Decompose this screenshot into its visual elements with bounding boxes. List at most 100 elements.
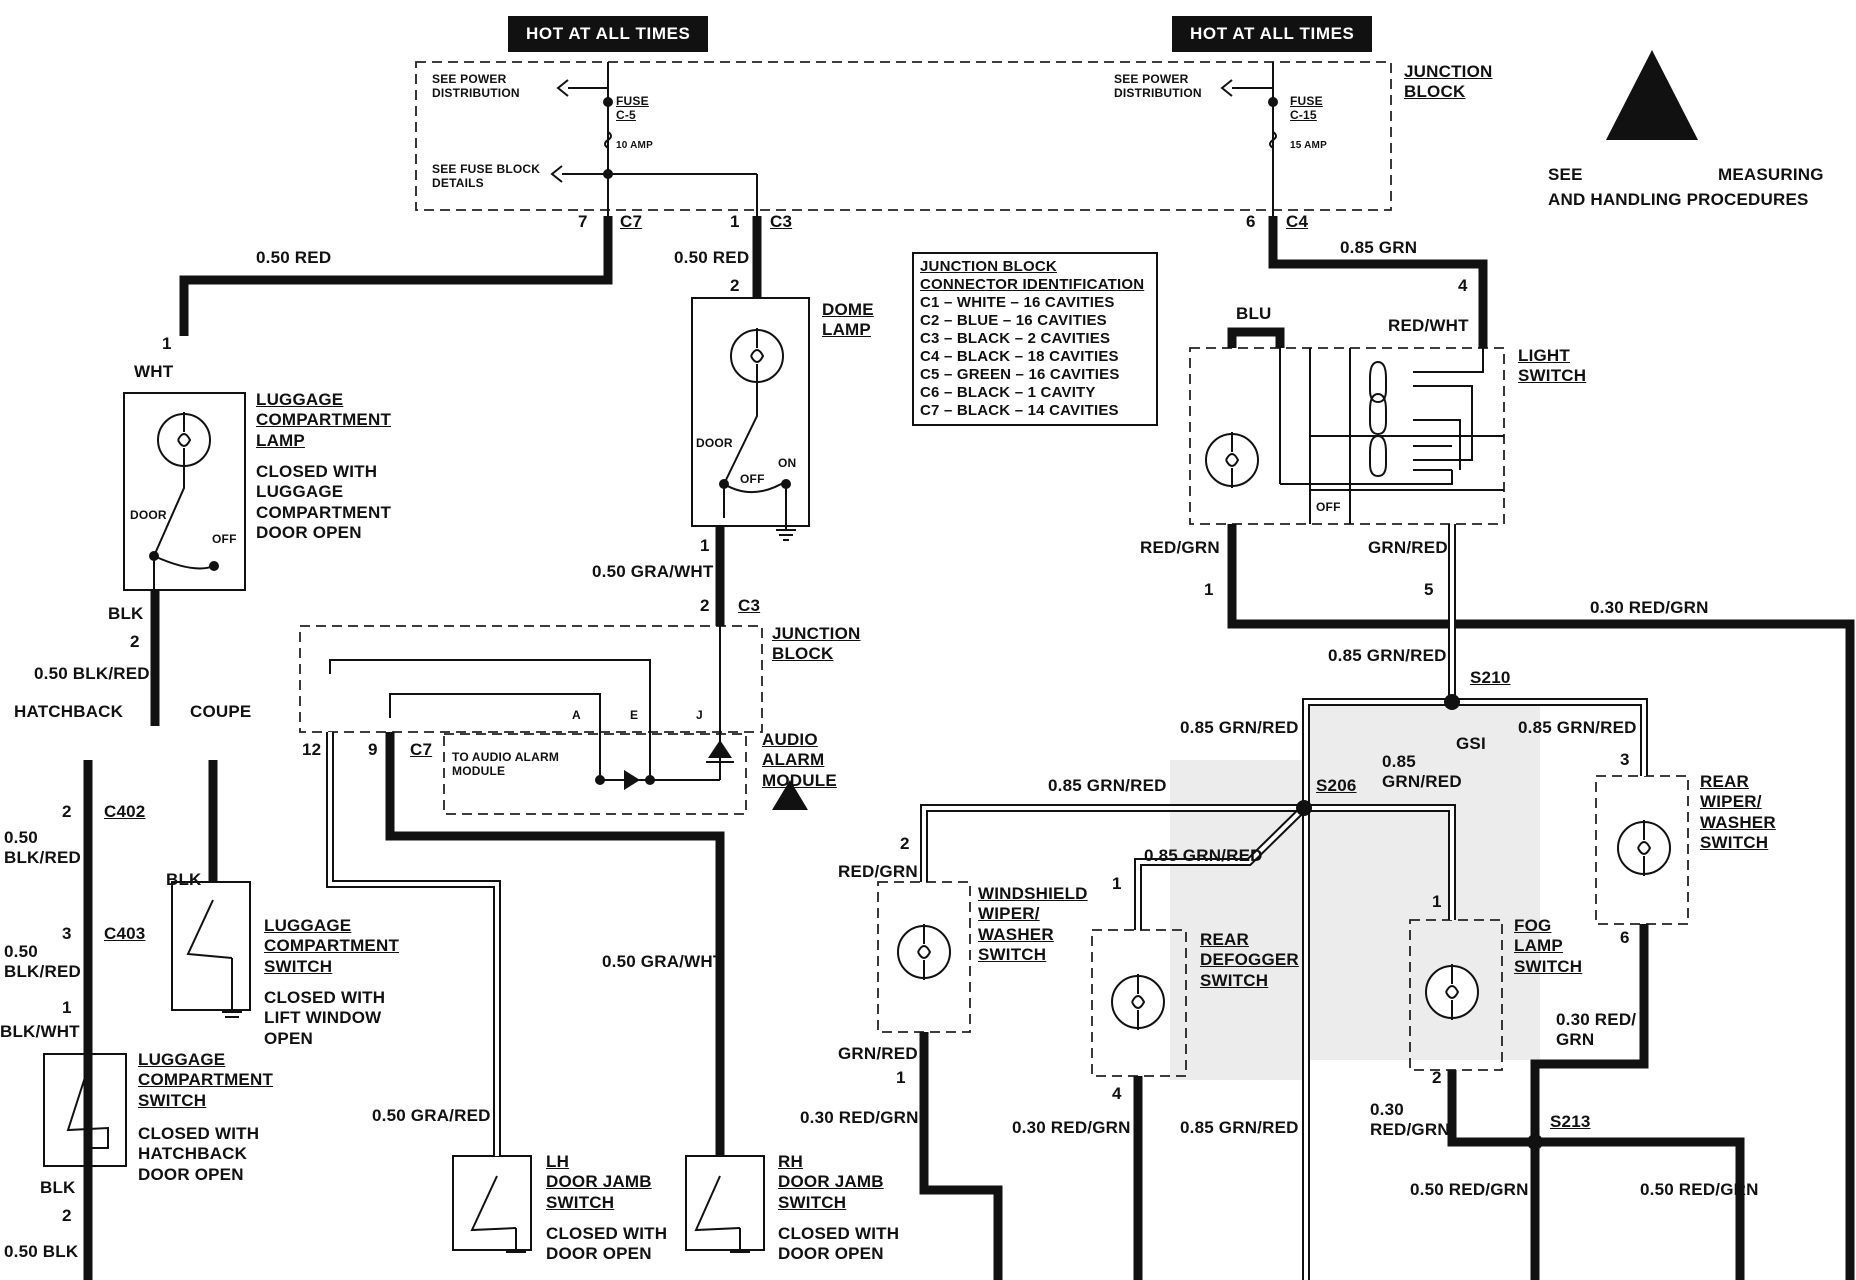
light-switch-off-label: OFF (1316, 500, 1341, 514)
wire-label: 0.50 BLK/RED (4, 942, 81, 982)
splice-s210: S210 (1470, 668, 1511, 687)
wire-label: 0.85 GRN/RED (1144, 846, 1263, 865)
junction-block-top-label: JUNCTION BLOCK (1404, 62, 1493, 102)
wire-label: WHT (134, 362, 174, 381)
connector-c4-label: C4 (1286, 212, 1309, 231)
shaded-regions (1170, 700, 1540, 1080)
wire-label: 0.30 RED/GRN (1370, 1100, 1450, 1140)
connector-c7-label: C7 (620, 212, 643, 231)
wire-label: BLK (108, 604, 144, 623)
wire-label: GRN/RED (838, 1044, 918, 1063)
splice-s206: S206 (1316, 776, 1357, 795)
connector-id-row: C7 – BLACK – 14 CAVITIES (920, 402, 1119, 419)
ground-symbols (222, 520, 796, 1253)
wire-label: 0.50 RED (674, 248, 750, 267)
wire-label: 0.50 RED (256, 248, 332, 267)
wire-label: 0.50 BLK/RED (4, 828, 81, 868)
wire-label: 0.85 GRN/RED (1328, 646, 1447, 665)
rh-door-jamb-label: RH DOOR JAMB SWITCH (778, 1152, 884, 1212)
wire-label: 0.50 BLK/RED (34, 664, 150, 683)
connector-id-row: C2 – BLUE – 16 CAVITIES (920, 312, 1107, 329)
connector-c402-label: C402 (104, 802, 146, 821)
wires-thin (329, 62, 1484, 781)
connector-c7-mid-label: C7 (410, 740, 433, 759)
fog-lamp-switch-label: FOG LAMP SWITCH (1514, 916, 1583, 976)
pin-number: 1 (1432, 892, 1442, 911)
connector-c7-pin: 7 (578, 212, 588, 231)
wire-label: 0.50 GRA/WHT (602, 952, 724, 971)
connector-id-title-1: JUNCTION BLOCK (920, 258, 1057, 275)
see-power-distribution-right: SEE POWER DISTRIBUTION (1114, 72, 1202, 101)
hot-label-left: HOT AT ALL TIMES (508, 16, 709, 52)
wires-black (83, 216, 1855, 1280)
light-switch-label: LIGHT SWITCH (1518, 346, 1587, 386)
wire-label: RED/GRN (1140, 538, 1220, 557)
pin-number: 2 (1432, 1068, 1442, 1087)
fuse-c15-label: FUSE C-15 (1290, 94, 1323, 123)
wire-label: 0.50 BLK (4, 1242, 79, 1261)
wire-label: 0.30 RED/GRN (1012, 1118, 1131, 1137)
connector-c403-pin: 3 (62, 924, 72, 943)
junction-dots (149, 97, 1543, 1150)
esd-note-see: SEE (1548, 165, 1583, 184)
pin-number: 1 (162, 334, 172, 353)
hatchback-label: HATCHBACK (14, 702, 124, 721)
luggage-door-label: DOOR (130, 508, 167, 522)
connector-c3-pin: 1 (730, 212, 740, 231)
luggage-compartment-lamp-label: LUGGAGE COMPARTMENT LAMP (256, 390, 392, 450)
wire-label: GRN/RED (1368, 538, 1448, 557)
rear-wiper-washer-label: REAR WIPER/ WASHER SWITCH (1700, 772, 1776, 853)
esd-note-line2: AND HANDLING PROCEDURES (1548, 190, 1809, 209)
hot-label-right: HOT AT ALL TIMES (1172, 16, 1373, 52)
connector-id-row: C6 – BLACK – 1 CAVITY (920, 384, 1096, 401)
esd-note-measuring: MEASURING (1718, 165, 1824, 184)
splice-gsi: GSI (1456, 734, 1486, 753)
connector-c403-label: C403 (104, 924, 146, 943)
luggage-switch-coupe-label: LUGGAGE COMPARTMENT SWITCH (264, 916, 400, 976)
to-audio-alarm-module: TO AUDIO ALARM MODULE (452, 750, 560, 779)
pin-number: 6 (1620, 928, 1630, 947)
pin-number: 2 (900, 834, 910, 853)
connector-id-row: C3 – BLACK – 2 CAVITIES (920, 330, 1111, 347)
pin-number: 2 (62, 1206, 72, 1225)
wire-label: 0.30 RED/GRN (1590, 598, 1709, 617)
connector-c7-mid-pin9: 9 (368, 740, 378, 759)
dome-door-label: DOOR (696, 436, 733, 450)
pin-number: 1 (700, 536, 710, 555)
wire-label: BLK (40, 1178, 76, 1197)
pin-number: 4 (1112, 1084, 1122, 1103)
wire-label: 0.30 RED/GRN (800, 1108, 919, 1127)
connector-c3-label: C3 (770, 212, 793, 231)
connector-id-row: C4 – BLACK – 18 CAVITIES (920, 348, 1119, 365)
wire-label: 0.50 GRA/RED (372, 1106, 491, 1125)
lh-door-jamb-note: CLOSED WITH DOOR OPEN (546, 1224, 668, 1264)
junction-block-mid-label: JUNCTION BLOCK (772, 624, 861, 664)
wire-label: 0.50 RED/GRN (1410, 1180, 1529, 1199)
pin-a-label: A (572, 708, 581, 722)
wire-label: 0.85 GRN/RED (1180, 718, 1299, 737)
wire-label: BLK (166, 870, 202, 889)
luggage-off-label: OFF (212, 532, 237, 546)
connector-id-row: C5 – GREEN – 16 CAVITIES (920, 366, 1120, 383)
wires-outlined-inner (328, 524, 1646, 1280)
audio-alarm-module-label: AUDIO ALARM MODULE (762, 730, 837, 790)
splice-s213: S213 (1550, 1112, 1591, 1131)
rear-defogger-label: REAR DEFOGGER SWITCH (1200, 930, 1299, 990)
wire-label: RED/WHT (1388, 316, 1469, 335)
connector-c7-mid-pin12: 12 (302, 740, 322, 759)
coupe-label: COUPE (190, 702, 252, 721)
pin-j-label: J (696, 708, 703, 722)
luggage-compartment-lamp-note: CLOSED WITH LUGGAGE COMPARTMENT DOOR OPE… (256, 462, 392, 543)
diode-and-esd (624, 50, 1698, 810)
wire-label: BLK/WHT (0, 1022, 80, 1041)
connector-c3-mid-pin: 2 (700, 596, 710, 615)
wire-label: 0.30 RED/ GRN (1556, 1010, 1637, 1050)
pin-number: 1 (1112, 874, 1122, 893)
dome-on-label: ON (778, 456, 797, 470)
pin-number: 2 (130, 632, 140, 651)
pin-number: 1 (896, 1068, 906, 1087)
wire-label: 0.85 GRN/RED (1382, 752, 1462, 792)
fuse-c5-label: FUSE C-5 (616, 94, 649, 123)
pin-number: 1 (62, 998, 72, 1017)
